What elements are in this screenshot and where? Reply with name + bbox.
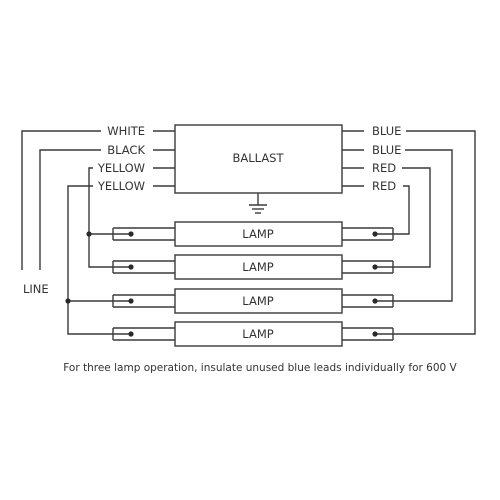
lamp-1-label: LAMP [242,227,273,241]
footnote: For three lamp operation, insulate unuse… [63,362,457,374]
line-wire-white [21,130,101,270]
lead-label-yellow-2: YELLOW [97,179,145,193]
lamp-2-label: LAMP [242,260,273,274]
ballast-label: BALLAST [232,151,284,165]
lead-label-black: BLACK [107,143,145,157]
lamp-2: LAMP [112,254,394,280]
yellow-wire-1 [88,167,113,268]
lamp-3-label: LAMP [242,294,273,308]
lead-label-blue-2: BLUE [372,143,401,157]
blue-wire-1 [393,130,476,335]
lead-label-red-1: RED [372,161,396,175]
lamp-4: LAMP [112,321,394,347]
yellow-wire-2 [67,185,113,335]
line-label: LINE [23,282,49,296]
red-wire-2 [393,185,410,235]
lamp-4-label: LAMP [242,327,273,341]
lead-label-white: WHITE [107,124,145,138]
junction-dot [65,298,71,304]
red-wire-1 [393,167,431,268]
line-wire-black [39,149,101,270]
lamp-3: LAMP [112,288,394,314]
lead-label-yellow-1: YELLOW [97,161,145,175]
ballast-box [174,124,343,194]
blue-wire-2 [393,149,453,302]
ground-symbol [249,193,267,214]
lead-label-blue-1: BLUE [372,124,401,138]
lamp-1: LAMP [112,221,394,247]
junction-dot [86,231,92,237]
lead-label-red-2: RED [372,179,396,193]
